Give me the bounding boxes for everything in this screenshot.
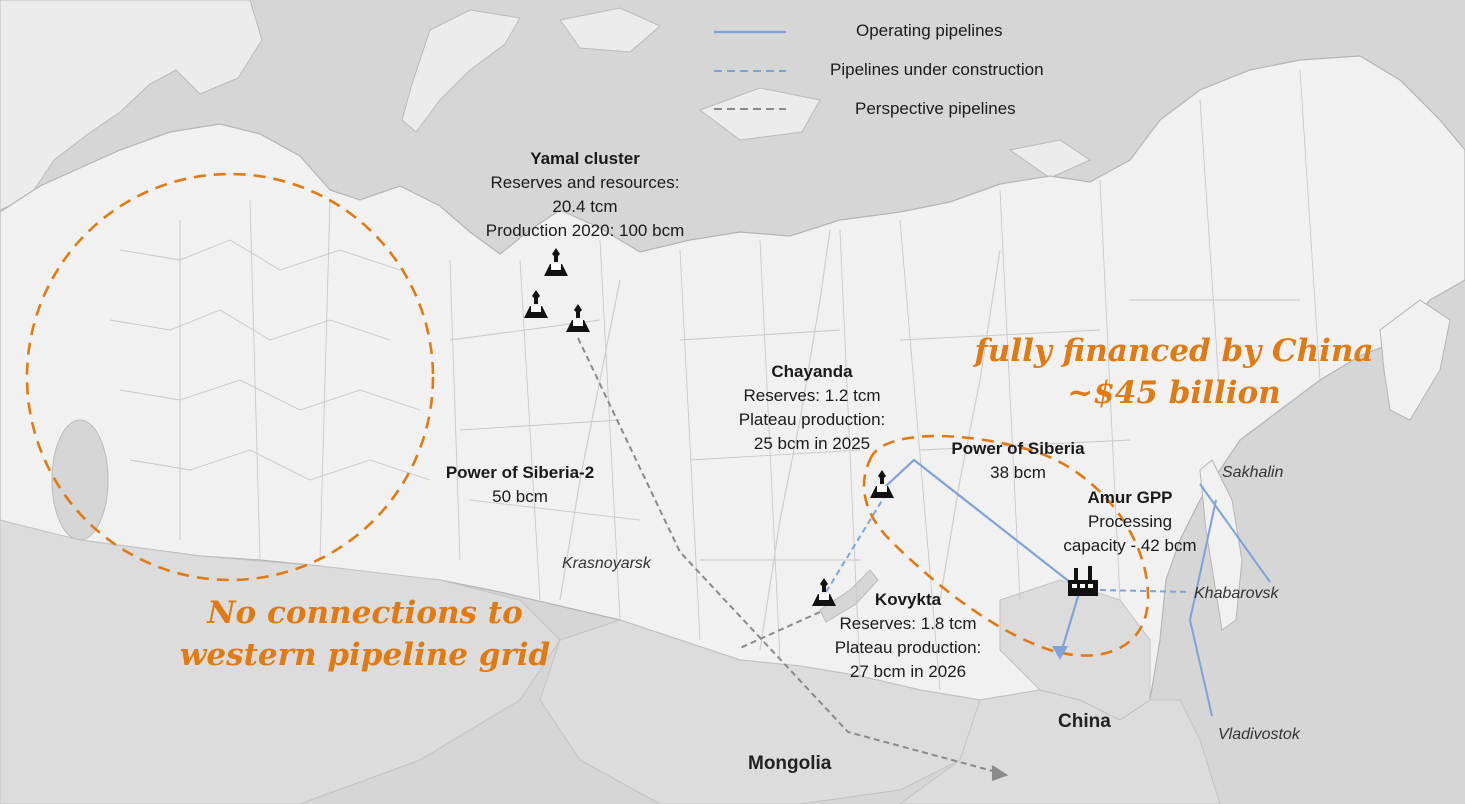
yamal-title: Yamal cluster xyxy=(530,149,640,168)
power-of-siberia-label: Power of Siberia 38 bcm xyxy=(928,437,1108,485)
city-khabarovsk: Khabarovsk xyxy=(1194,585,1279,602)
pipeline-power-of-siberia xyxy=(885,458,1082,657)
arctic-island-2 xyxy=(559,7,661,53)
gas-rig-icon xyxy=(566,304,590,332)
pipeline-kovykta-perspective xyxy=(739,611,821,649)
power-of-siberia-2-label: Power of Siberia-2 50 bcm xyxy=(420,461,620,509)
factory-icon xyxy=(1068,566,1098,596)
yamal-label: Yamal cluster Reserves and resources: 20… xyxy=(455,147,715,243)
caspian-sea xyxy=(51,419,109,541)
power-of-siberia-2-title: Power of Siberia-2 xyxy=(445,463,595,482)
amur-gpp-line2: capacity - 42 bcm xyxy=(1063,536,1197,555)
arctic-island-3 xyxy=(1008,139,1092,179)
city-krasnoyarsk: Krasnoyarsk xyxy=(562,555,651,572)
kovykta-line3: 27 bcm in 2026 xyxy=(849,662,967,681)
kovykta-line1: Reserves: 1.8 tcm xyxy=(839,614,977,633)
pipeline-pos-arrow xyxy=(1052,646,1068,660)
pipeline-kovykta-chayanda xyxy=(825,493,887,593)
pipeline-sakhalin-vladivostok xyxy=(1188,499,1217,717)
power-of-siberia-capacity: 38 bcm xyxy=(990,463,1046,482)
chayanda-label: Chayanda Reserves: 1.2 tcm Plateau produ… xyxy=(712,360,912,456)
chayanda-line2: Plateau production: xyxy=(738,410,886,429)
legend-perspective-label: Perspective pipelines xyxy=(855,99,1016,118)
amur-gpp-line1: Processing xyxy=(1087,512,1173,531)
china-financing-line1: fully financed by China xyxy=(974,333,1374,369)
rivers xyxy=(559,229,1001,651)
yamal-line2: 20.4 tcm xyxy=(552,197,618,216)
kovykta-title: Kovykta xyxy=(874,590,942,609)
city-sakhalin: Sakhalin xyxy=(1222,464,1284,481)
sakhalin-island xyxy=(1199,459,1243,631)
pipeline-psib2-arrow xyxy=(991,765,1009,781)
west-grid-line1: No connections to xyxy=(207,595,523,631)
regional-borders xyxy=(109,69,1321,691)
kovykta-line2: Plateau production: xyxy=(834,638,982,657)
pipeline-amur-khabarovsk xyxy=(1099,589,1191,593)
power-of-siberia-title: Power of Siberia xyxy=(951,439,1085,458)
yamal-line1: Reserves and resources: xyxy=(490,173,680,192)
west-grid-line2: western pipeline grid xyxy=(179,637,551,673)
kovykta-label: Kovykta Reserves: 1.8 tcm Plateau produc… xyxy=(810,588,1006,684)
chayanda-title: Chayanda xyxy=(771,362,853,381)
pipeline-power-of-siberia-2 xyxy=(577,337,1005,775)
chayanda-line3: 25 bcm in 2025 xyxy=(753,434,871,453)
central-asia-region xyxy=(0,519,561,804)
chayanda-line1: Reserves: 1.2 tcm xyxy=(743,386,881,405)
west-grid-annotation: No connections to western pipeline grid xyxy=(150,592,580,676)
gas-rig-icon xyxy=(870,470,894,498)
kamchatka xyxy=(1379,299,1451,421)
china-financing-annotation: fully financed by China ~$45 billion xyxy=(946,330,1402,414)
country-china: China xyxy=(1058,711,1111,732)
russia-landmass xyxy=(0,55,1465,721)
amur-gpp-title: Amur GPP xyxy=(1087,488,1173,507)
legend-construction-label: Pipelines under construction xyxy=(830,60,1044,79)
west-highlight-circle xyxy=(25,172,435,582)
novaya-zemlya xyxy=(401,9,521,133)
pipeline-sakhalin-khabarovsk xyxy=(1199,483,1271,583)
lake-baikal xyxy=(819,569,879,623)
country-mongolia: Mongolia xyxy=(748,753,832,774)
amur-gpp-label: Amur GPP Processing capacity - 42 bcm xyxy=(1048,486,1212,558)
china-financing-line2: ~$45 billion xyxy=(1067,375,1281,411)
gas-rig-icon xyxy=(812,578,836,606)
power-of-siberia-2-capacity: 50 bcm xyxy=(492,487,548,506)
legend-operating-label: Operating pipelines xyxy=(856,21,1003,40)
arctic-island-1 xyxy=(698,87,821,141)
gas-rig-icon xyxy=(544,248,568,276)
yamal-line3: Production 2020: 100 bcm xyxy=(485,221,685,240)
gas-rig-icon xyxy=(524,290,548,318)
city-vladivostok: Vladivostok xyxy=(1218,726,1300,743)
